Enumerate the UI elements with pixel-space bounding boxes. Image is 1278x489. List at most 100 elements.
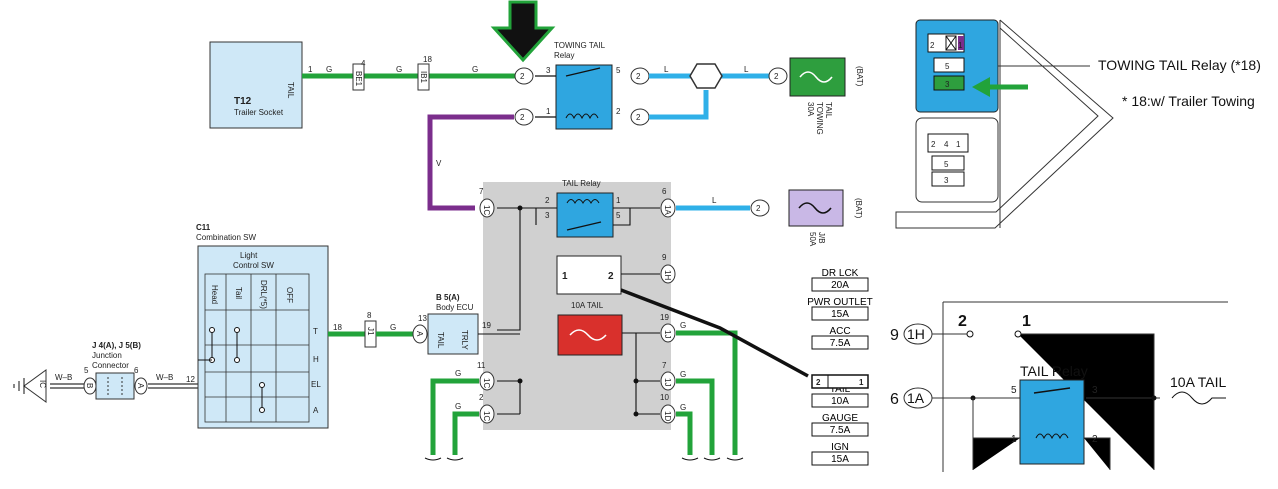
fuse-50a-text-2: J/B — [817, 232, 826, 244]
connector-1a — [660, 198, 676, 218]
fuse-30a-text-1: 30A — [806, 102, 815, 117]
cb-blue-5: 5 — [945, 62, 950, 71]
towing-pin-2e: 2 — [636, 113, 641, 122]
pin-7b-label: 7 — [662, 361, 667, 370]
cb-white-5: 5 — [944, 160, 949, 169]
conn-j1-label: J1 — [366, 327, 375, 336]
inset-relay-pin-2: 2 — [1092, 434, 1098, 445]
pin-9-label: 9 — [662, 253, 667, 262]
towing-relay-title-1: TOWING TAIL — [554, 41, 606, 50]
fuse-list-name: TAIL — [830, 384, 851, 395]
fuse-30a-text-2: TOWING — [815, 102, 824, 135]
fuse-list-relay-slot — [811, 374, 869, 389]
fuse-list-slot-left: 2 — [816, 378, 821, 387]
connector-callout — [895, 19, 1114, 229]
fuse-list-value: 7.5A — [830, 425, 851, 436]
pin-11-label: 11 — [477, 361, 486, 370]
tail-relay — [556, 192, 614, 238]
conn-ib1-label: IB1 — [419, 71, 428, 84]
c11-name: Combination SW — [196, 233, 256, 242]
tail-relay-pin-2: 2 — [545, 196, 550, 205]
wire-wb-label-2: W–B — [156, 373, 173, 382]
fuse-50a-text-1: 50A — [808, 232, 817, 247]
trailer-socket-pin-label: TAIL — [286, 82, 295, 99]
connector-1c-top — [479, 198, 495, 218]
fuse-list-name: IGN — [831, 442, 849, 453]
pin-2-label-low: 2 — [479, 393, 484, 402]
conn-4-label: 4 — [361, 59, 366, 68]
conn-a-label: A — [415, 331, 424, 337]
pin-6-junction: 6 — [134, 366, 139, 375]
fuse-list-name: GAUGE — [822, 413, 858, 424]
conn-be1-label: BE1 — [354, 71, 363, 87]
fuse-list-value: 10A — [831, 396, 849, 407]
conn-18-label: 18 — [423, 55, 432, 64]
tail-relay-pin-5: 5 — [616, 211, 621, 220]
conn-1c-label-top: 1C — [482, 205, 491, 215]
down-arrow-icon — [490, 0, 556, 63]
wire-g-label-8: G — [455, 402, 461, 411]
inset-connector-1a — [903, 387, 933, 409]
conn-1c-label-low: 1C — [482, 411, 491, 421]
cb-blue-3: 3 — [945, 80, 950, 89]
towing-pin-3: 3 — [546, 66, 551, 75]
towing-pin-2b: 2 — [520, 113, 525, 122]
connector-1h — [660, 264, 676, 284]
pin-1-label: 1 — [308, 65, 313, 74]
wire-l-label-3: L — [712, 196, 717, 205]
fuse-list-box — [811, 306, 869, 321]
towing-relay-title-2: Relay — [554, 51, 574, 60]
conn-1j-label-a: 1J — [663, 330, 672, 338]
wire-g-label-2: G — [396, 65, 402, 74]
fuse-30a-connector — [768, 67, 788, 85]
inset-1h: 1H — [907, 326, 925, 342]
ground-ic-triangle — [23, 369, 47, 403]
col-drl: DRL(*5) — [259, 280, 268, 309]
fuse-10a-tail-title: 10A TAIL — [571, 301, 604, 310]
towing-pin-2: 2 — [520, 72, 525, 81]
conn-1j-label-b: 1J — [663, 378, 672, 386]
inset-pin-2: 2 — [958, 313, 967, 330]
b5-code: B 5(A) — [436, 293, 460, 302]
connector-ib1 — [417, 63, 430, 91]
light-sw-label-2: Control SW — [233, 261, 274, 270]
pin-6-label: 6 — [662, 187, 667, 196]
cb-white-1: 1 — [956, 140, 961, 149]
fuse-30a-text-3: TAIL — [824, 102, 833, 119]
fuse-list-name: PWR OUTLET — [807, 297, 873, 308]
c11-code: C11 — [196, 223, 211, 232]
towing-pin-1: 1 — [546, 107, 551, 116]
relay-slot-pin-2: 2 — [608, 271, 614, 282]
fuse-list-box — [811, 277, 869, 292]
relay-slot-pin-1: 1 — [562, 271, 568, 282]
pin-8-label: 8 — [367, 311, 372, 320]
pin-13-label: 13 — [418, 314, 427, 323]
conn-b-label: B — [85, 383, 94, 388]
wire-g-label-5: G — [680, 370, 686, 379]
connector-1d — [660, 404, 676, 424]
towing-pin-5: 5 — [616, 66, 621, 75]
ecu-tail-label: TAIL — [436, 332, 445, 349]
conn-1c-label-mid: 1C — [482, 378, 491, 388]
fuse-50a-connector — [750, 199, 770, 217]
trailer-socket-name: Trailer Socket — [234, 108, 284, 117]
wire-blue-top — [649, 73, 770, 120]
fuse-list-value: 7.5A — [830, 338, 851, 349]
fuse-list-value: 15A — [831, 309, 849, 320]
cb-white-4: 4 — [944, 140, 949, 149]
inset-relay-pin-5: 5 — [1011, 385, 1017, 396]
callout-relay-text: TOWING TAIL Relay (*18) — [1098, 57, 1261, 73]
inset-10a-tail: 10A TAIL — [1170, 374, 1227, 390]
cb-white-2: 2 — [931, 140, 936, 149]
connector-1c-mid — [479, 371, 495, 391]
towing-relay-pin-1-connector — [514, 108, 534, 126]
towing-tail-relay — [555, 64, 613, 130]
towing-pin-2d: 2 — [636, 72, 641, 81]
body-ecu — [427, 313, 479, 355]
fuse-10a-tail — [557, 314, 623, 356]
wire-l-label-1: L — [664, 65, 669, 74]
fuse-30a-pin: 2 — [774, 72, 779, 81]
fuse-list-box — [811, 335, 869, 350]
inset-schematic — [928, 301, 1228, 472]
pointer-line — [620, 288, 809, 378]
